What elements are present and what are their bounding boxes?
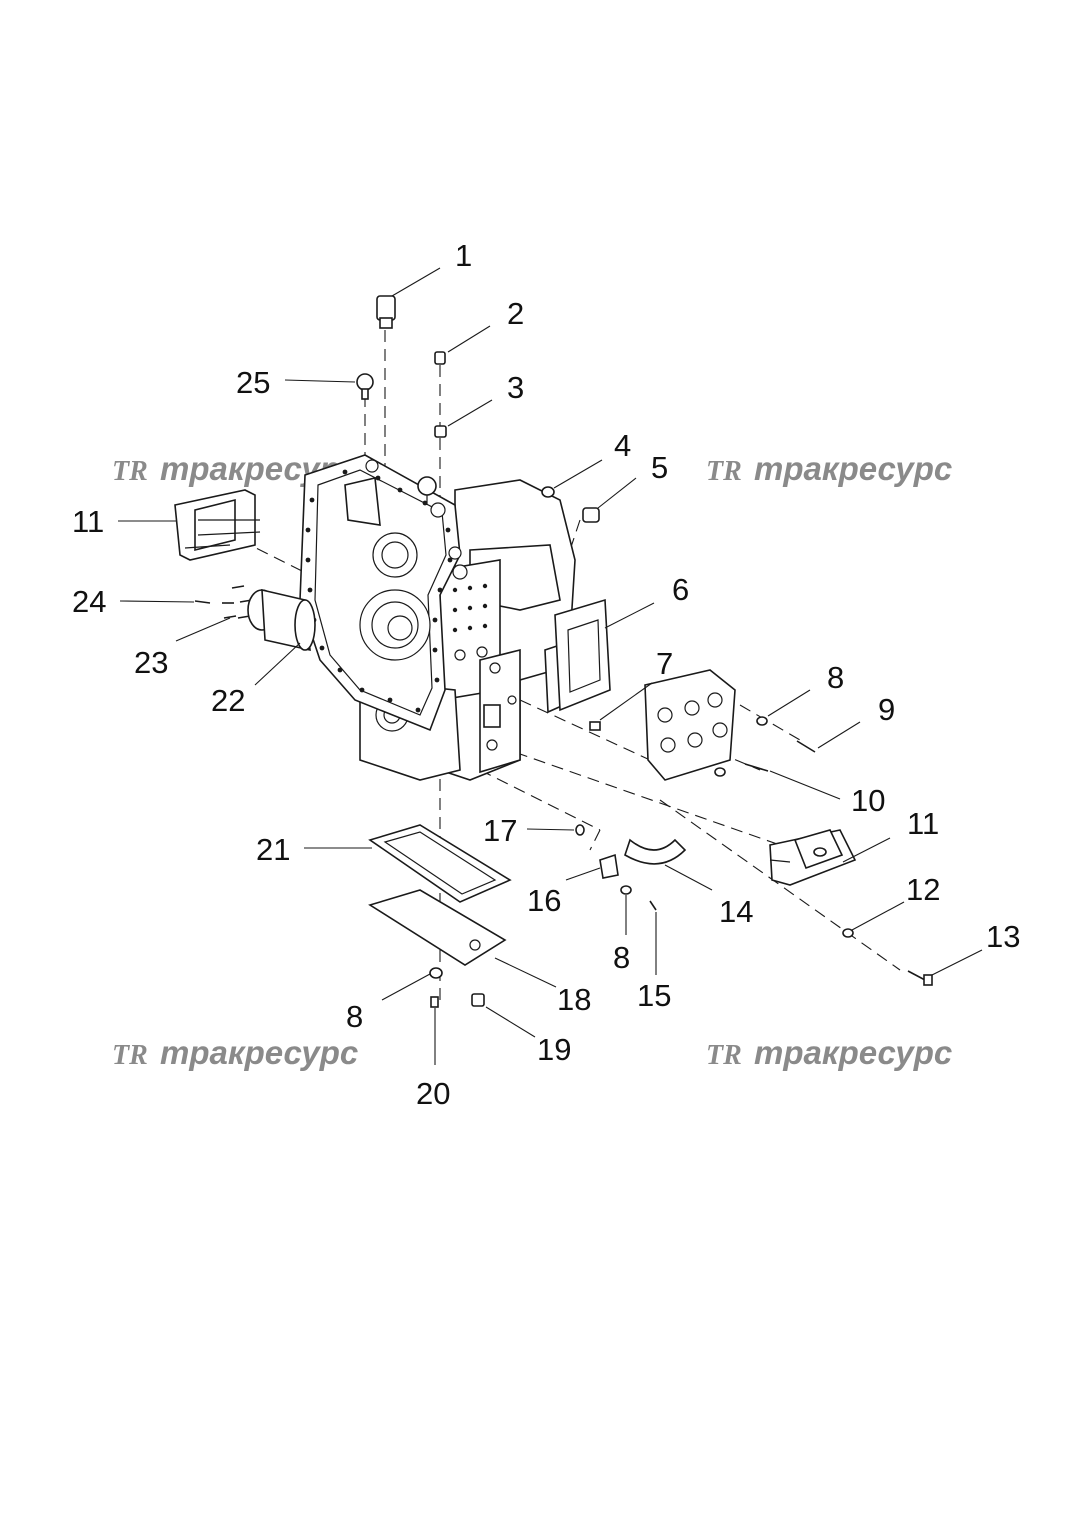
callout-8-b: 8 (613, 940, 630, 975)
callout-labels: 1 2 3 25 4 5 11 6 24 23 22 7 8 9 10 11 1… (72, 238, 1020, 1111)
watermark-text: тракресурс (754, 450, 952, 487)
part-13-bolt (907, 970, 933, 986)
part-17-clip (575, 824, 585, 836)
part-11-mount-bracket-right (769, 829, 857, 886)
part-20-screw (430, 996, 439, 1008)
part-10-bolt (714, 763, 769, 777)
watermark-text: тракресурс (754, 1034, 952, 1071)
watermark-mark: TR (706, 1040, 742, 1071)
part-11-mount-bracket-left (174, 489, 261, 561)
part-7-fitting (589, 721, 601, 731)
part-4-o-ring (541, 486, 555, 498)
callout-21: 21 (256, 832, 290, 867)
part-22-filter (247, 588, 316, 652)
callout-8-a: 8 (827, 660, 844, 695)
part-8-washer-c (429, 967, 443, 979)
part-25-eye-bolt (356, 373, 374, 400)
part-16-clamp (599, 853, 619, 879)
callout-6: 6 (672, 572, 689, 607)
control-valve-block (644, 669, 736, 781)
part-5-plug (582, 507, 600, 523)
transmission-housing (299, 454, 576, 781)
callout-9: 9 (878, 692, 895, 727)
watermark-top-right: TR тракресурс (706, 450, 952, 487)
callout-7: 7 (656, 646, 673, 681)
callout-8-c: 8 (346, 999, 363, 1034)
callout-16: 16 (527, 883, 561, 918)
callout-19: 19 (537, 1032, 571, 1067)
watermark-mark: TR (112, 1040, 148, 1071)
part-9-bolt (796, 740, 816, 753)
watermark-mark: TR (112, 456, 148, 487)
callout-10: 10 (851, 783, 885, 818)
callout-18: 18 (557, 982, 591, 1017)
callout-11-right: 11 (907, 806, 939, 841)
callout-3: 3 (507, 370, 524, 405)
part-19-plug (471, 993, 485, 1007)
callout-25: 25 (236, 365, 270, 400)
part-8-washer-a (756, 716, 768, 726)
watermark-bottom-left: TR тракресурс (112, 1034, 358, 1071)
callout-4: 4 (614, 428, 631, 463)
part-18-oil-pan (368, 889, 507, 966)
callout-12: 12 (906, 872, 940, 907)
callout-24: 24 (72, 584, 106, 619)
watermark-bottom-right: TR тракресурс (706, 1034, 952, 1071)
flange-bolt-holes (305, 469, 453, 713)
callout-11-left: 11 (72, 504, 104, 539)
callout-23: 23 (134, 645, 168, 680)
callout-1: 1 (455, 238, 472, 273)
leader-lines (118, 267, 983, 1065)
part-15-screw (649, 900, 657, 911)
part-6-gasket (554, 598, 611, 712)
part-1-breather-cap (376, 295, 396, 329)
callout-14: 14 (719, 894, 753, 929)
watermark-mark: TR (706, 456, 742, 487)
callout-15: 15 (637, 978, 671, 1013)
part-24-screw (194, 600, 211, 604)
watermark-text: тракресурс (160, 1034, 358, 1071)
callout-13: 13 (986, 919, 1020, 954)
callout-22: 22 (211, 683, 245, 718)
callout-20: 20 (416, 1076, 450, 1111)
part-3-plug (434, 425, 447, 438)
part-12-washer (842, 928, 854, 938)
callout-2: 2 (507, 296, 524, 331)
part-2-plug (434, 351, 446, 365)
callout-5: 5 (651, 450, 668, 485)
valve-plate-holes (452, 583, 501, 674)
callout-17: 17 (483, 813, 517, 848)
part-8-washer-b (620, 885, 632, 895)
part-21-oil-pan-gasket (368, 824, 512, 903)
part-14-hose (624, 838, 687, 865)
